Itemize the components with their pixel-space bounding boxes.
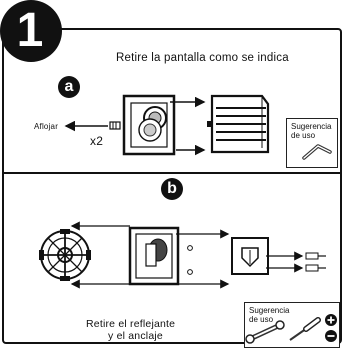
minus-icon [325, 330, 337, 342]
plus-icon [325, 314, 337, 326]
section-a-instruction: Retire la pantalla como se indica [116, 52, 289, 64]
removal-arrows-icon [170, 96, 206, 156]
step-frame [2, 28, 342, 344]
shade-icon [207, 94, 270, 154]
fixture-front-icon [122, 94, 176, 156]
quantity-label: x2 [90, 134, 104, 148]
section-b-tip-box: Sugerencia de uso [244, 302, 340, 348]
section-b-caption-line1: Retire el reflejante [86, 318, 176, 330]
reflector-arrows-icon [176, 229, 230, 289]
screw-icon [109, 121, 121, 130]
section-b-caption-line2: y el anclaje [108, 330, 163, 342]
hex-key-icon [302, 144, 332, 160]
bracket-arrows-icon [70, 221, 130, 289]
step-number: 1 [16, 4, 44, 57]
wrench-icon [245, 320, 285, 344]
section-a-tip-box: Sugerencia de uso [286, 118, 338, 168]
reflector-icon [231, 237, 269, 275]
fixture-base-icon [128, 226, 193, 286]
section-a-tip-title: Sugerencia de uso [291, 122, 332, 140]
section-divider [2, 172, 342, 174]
screwdriver-icon [289, 317, 321, 341]
section-a-badge: a [58, 76, 80, 98]
section-b-tip-title: Sugerencia de uso [249, 306, 290, 324]
section-b-badge: b [161, 178, 183, 200]
step-number-badge: 1 [0, 0, 62, 62]
loosen-label: Aflojar [34, 122, 59, 131]
anchor-bracket-icon [39, 229, 91, 281]
screw-removal-icon [266, 251, 326, 273]
